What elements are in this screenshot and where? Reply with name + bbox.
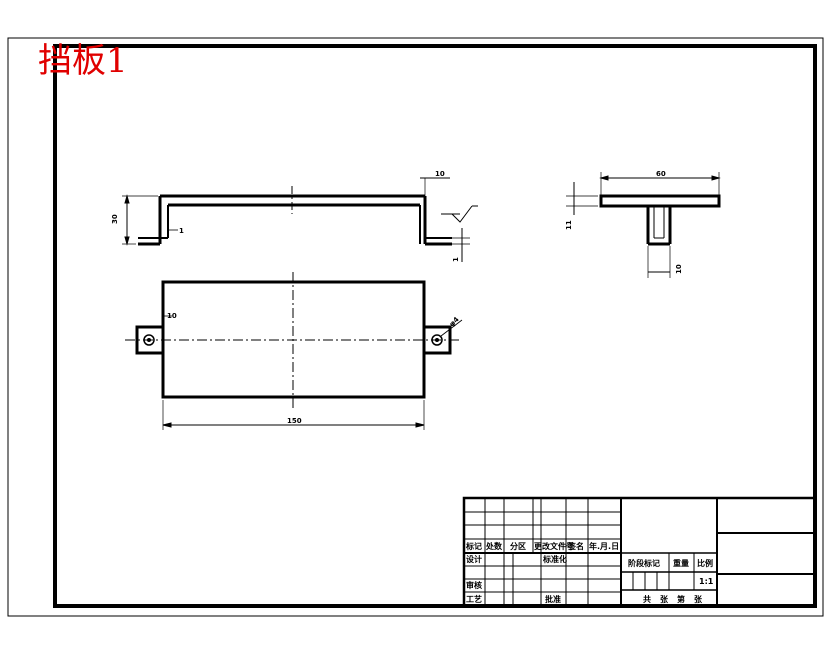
tb-process: 工艺 <box>466 594 482 604</box>
tb-header-sign: 签名 <box>567 541 584 551</box>
tb-sheets-total: 共 <box>643 594 651 604</box>
tb-scale-value: 1:1 <box>699 577 714 586</box>
tb-header-count: 处数 <box>485 541 503 551</box>
plan-view <box>125 272 463 430</box>
dim-plan-length: 150 <box>287 417 302 425</box>
tb-stage-mark: 阶段标记 <box>628 558 660 568</box>
tb-header-zone: 分区 <box>510 541 526 551</box>
dim-left-thickness: 1 <box>179 227 184 235</box>
tb-review: 审核 <box>466 580 482 590</box>
tb-sheets-word: 张 <box>660 595 669 604</box>
tb-sheet-no: 第 <box>677 594 685 604</box>
tb-approve: 批准 <box>545 594 561 604</box>
tb-standardize: 标准化 <box>542 554 567 564</box>
dim-right-width: 10 <box>435 170 445 178</box>
dim-left-height: 30 <box>111 214 119 224</box>
inner-frame <box>53 44 817 608</box>
tb-weight: 重量 <box>673 558 689 568</box>
tb-scale: 比例 <box>697 558 713 568</box>
section-view <box>566 172 721 278</box>
tb-header-change-doc: 更改文件号 <box>534 541 574 551</box>
title-block <box>462 496 817 608</box>
dim-section-width: 60 <box>656 170 666 178</box>
tb-header-mark: 标记 <box>465 541 482 551</box>
dim-section-height: 11 <box>565 220 573 230</box>
tb-design: 设计 <box>466 554 482 564</box>
dim-section-leg: 10 <box>675 264 683 274</box>
drawing-title: 挡板1 <box>38 41 128 81</box>
tb-sheet-word: 张 <box>694 595 703 604</box>
dim-right-thickness: 1 <box>452 257 460 262</box>
dim-plan-tab: 10 <box>167 312 177 320</box>
outer-border <box>7 37 824 617</box>
side-view <box>122 177 478 262</box>
tb-header-date: 年.月.日 <box>589 541 619 551</box>
